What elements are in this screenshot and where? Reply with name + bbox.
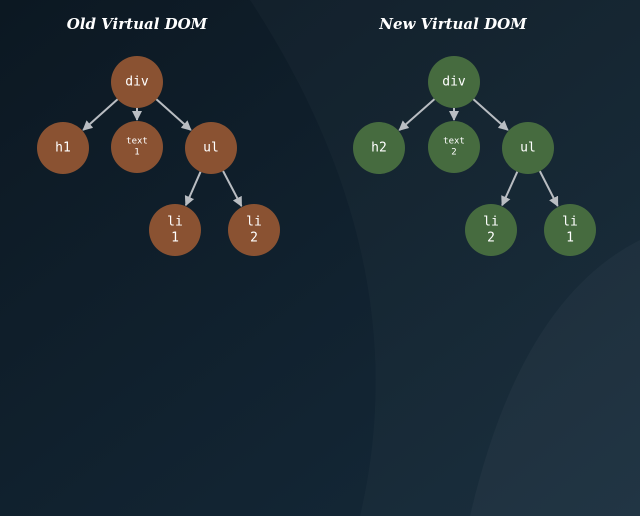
old-node-ul-circle bbox=[185, 122, 237, 174]
new-node-h2-circle bbox=[353, 122, 405, 174]
new-node-li-b-label: li bbox=[562, 215, 578, 230]
old-node-li-b: li2 bbox=[228, 204, 280, 256]
old-node-div-circle bbox=[111, 56, 163, 108]
new-edge-div-to-h2 bbox=[398, 98, 436, 131]
new-node-div: div bbox=[428, 56, 480, 108]
old-node-h1-label: h1 bbox=[55, 141, 71, 156]
old-node-li-a: li1 bbox=[149, 204, 201, 256]
new-node-h2: h2 bbox=[353, 122, 405, 174]
new-node-ul-label: ul bbox=[520, 141, 536, 156]
new-node-li-a-circle bbox=[465, 204, 517, 256]
new-edge-div-to-ul bbox=[472, 98, 509, 131]
new-node-li-a-label: 2 bbox=[487, 231, 495, 246]
old-edge-div-to-h1 bbox=[82, 98, 119, 131]
new-node-text-label: 2 bbox=[451, 148, 456, 158]
new-node-ul: ul bbox=[502, 122, 554, 174]
old-node-li-b-circle bbox=[228, 204, 280, 256]
old-edge-ul-to-li-a bbox=[184, 171, 202, 207]
old-node-text-label: 1 bbox=[134, 148, 139, 158]
old-node-ul: ul bbox=[185, 122, 237, 174]
old-node-li-a-label: 1 bbox=[171, 231, 179, 246]
new-node-text-circle bbox=[428, 121, 480, 173]
new-node-li-b-label: 1 bbox=[566, 231, 574, 246]
old-node-h1-circle bbox=[37, 122, 89, 174]
old-node-li-a-label: li bbox=[167, 215, 183, 230]
old-node-h1: h1 bbox=[37, 122, 89, 174]
new-edge-ul-to-li-b bbox=[538, 170, 559, 207]
old-edge-div-to-ul bbox=[155, 98, 192, 131]
old-node-li-a-circle bbox=[149, 204, 201, 256]
new-edge-ul-to-li-a bbox=[501, 171, 519, 207]
new-node-li-b: li1 bbox=[544, 204, 596, 256]
new-node-div-label: div bbox=[442, 75, 466, 90]
new-tree-title: New Virtual DOM bbox=[379, 15, 527, 33]
old-node-div-label: div bbox=[125, 75, 149, 90]
old-tree-title: Old Virtual DOM bbox=[66, 15, 208, 33]
new-node-ul-circle bbox=[502, 122, 554, 174]
old-node-li-b-label: li bbox=[246, 215, 262, 230]
old-node-text-circle bbox=[111, 121, 163, 173]
new-node-li-a: li2 bbox=[465, 204, 517, 256]
old-edge-ul-to-li-b bbox=[222, 170, 243, 207]
new-node-text-label: text bbox=[443, 137, 465, 147]
old-node-div: div bbox=[111, 56, 163, 108]
new-node-h2-label: h2 bbox=[371, 141, 387, 156]
old-node-text-label: text bbox=[126, 137, 148, 147]
old-node-ul-label: ul bbox=[203, 141, 219, 156]
new-node-li-b-circle bbox=[544, 204, 596, 256]
new-node-li-a-label: li bbox=[483, 215, 499, 230]
new-node-div-circle bbox=[428, 56, 480, 108]
old-node-li-b-label: 2 bbox=[250, 231, 258, 246]
